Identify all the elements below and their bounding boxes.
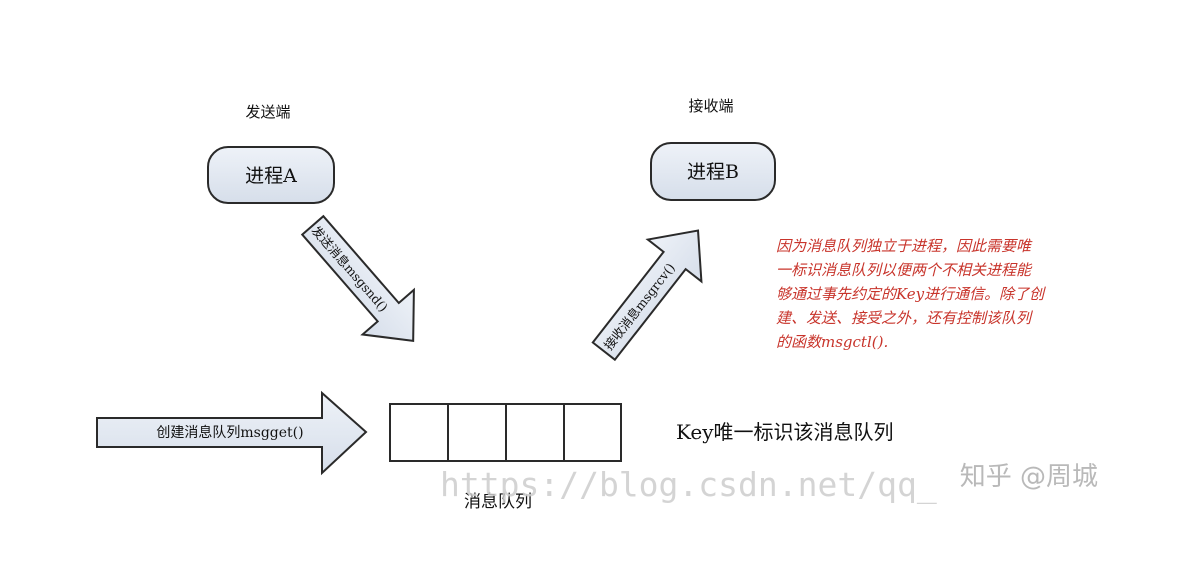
send-arrow-label: 发送消息msgsnd(): [309, 223, 392, 315]
queue-cell: [447, 403, 507, 462]
queue-label: 消息队列: [464, 492, 532, 512]
queue-cell: [505, 403, 565, 462]
key-label: Key唯一标识该消息队列: [676, 420, 894, 444]
csdn-watermark: https://blog.csdn.net/qq_: [440, 465, 937, 505]
message-queue: [389, 403, 622, 462]
receive-arrow: 接收消息msgrcv(): [591, 229, 703, 362]
note-line: 一标识消息队列以便两个不相关进程能: [776, 261, 1032, 279]
process-b-box: 进程B: [650, 142, 776, 201]
note-line: 建、发送、接受之外，还有控制该队列: [776, 309, 1032, 327]
process-b-label: 进程B: [687, 161, 739, 183]
note-line: 因为消息队列独立于进程，因此需要唯: [776, 237, 1032, 255]
queue-cell: [389, 403, 449, 462]
explanation-note: 因为消息队列独立于进程，因此需要唯 一标识消息队列以便两个不相关进程能 够通过事…: [776, 234, 1122, 354]
note-line: 的函数msgctl().: [776, 333, 889, 351]
process-a-box: 进程A: [207, 146, 335, 204]
receive-arrow-label: 接收消息msgrcv(): [601, 260, 678, 353]
process-a-label: 进程A: [245, 165, 297, 187]
create-arrow-label: 创建消息队列msgget(): [156, 424, 303, 441]
zhihu-watermark: 知乎 @周城: [960, 462, 1098, 492]
create-arrow: 创建消息队列msgget(): [96, 390, 368, 476]
send-arrow: 发送消息msgsnd(): [300, 214, 415, 342]
note-line: 够通过事先约定的Key进行通信。除了创: [776, 285, 1045, 303]
queue-cell: [563, 403, 622, 462]
receiver-side-label: 接收端: [688, 97, 733, 115]
sender-side-label: 发送端: [245, 103, 290, 121]
